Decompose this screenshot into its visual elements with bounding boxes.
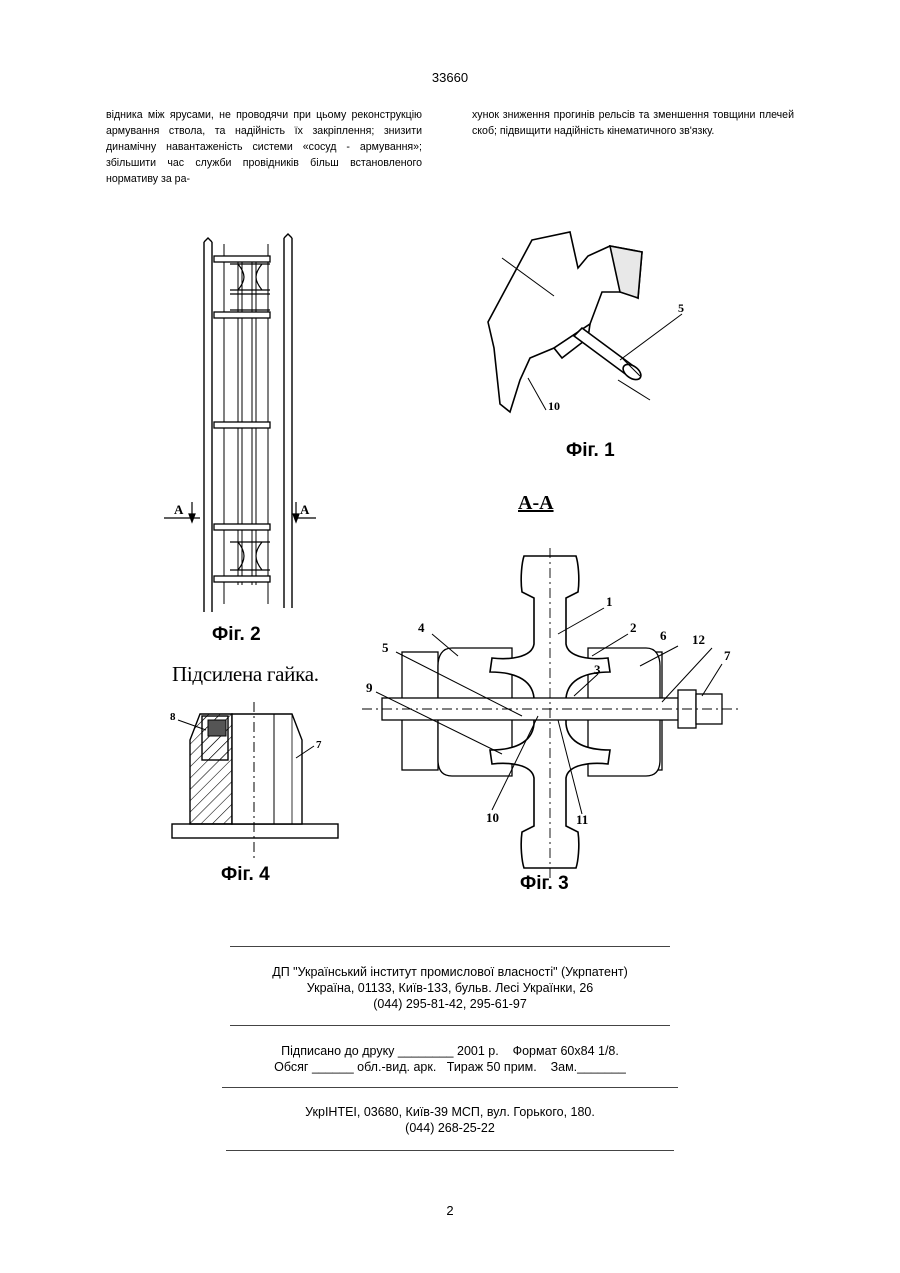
fig2-section-mark-right: A — [300, 502, 310, 517]
fig3-callout-7: 7 — [724, 648, 731, 663]
figure-1-drawing: 5 10 — [470, 228, 700, 428]
figure-3-drawing: 1 2 3 4 5 6 12 7 9 10 11 — [362, 548, 742, 878]
fig3-callout-11: 11 — [576, 812, 588, 827]
fig3-callout-4: 4 — [418, 620, 425, 635]
footer-print-line-1: Підписано до друку ________ 2001 р. Форм… — [0, 1043, 900, 1059]
fig3-callout-2: 2 — [630, 620, 637, 635]
figure-3-section-title: А-А — [518, 492, 554, 515]
figure-4-title: Підсилена гайка. — [172, 662, 319, 687]
figure-2-drawing: A A — [160, 230, 320, 630]
page-number: 2 — [0, 1203, 900, 1218]
footer-org-line-2: Україна, 01133, Київ-133, бульв. Лесі Ук… — [0, 980, 900, 996]
fig3-callout-12: 12 — [692, 632, 705, 647]
fig3-callout-3: 3 — [594, 662, 601, 677]
fig4-callout-8: 8 — [170, 711, 176, 723]
fig3-callout-6: 6 — [660, 628, 667, 643]
fig1-callout-5: 5 — [678, 301, 684, 315]
fig3-callout-9: 9 — [366, 680, 373, 695]
fig1-callout-10: 10 — [548, 399, 560, 413]
fig4-callout-7: 7 — [316, 739, 322, 751]
figure-2-label: Фіг. 2 — [212, 624, 261, 646]
fig2-section-mark-left: A — [174, 502, 184, 517]
body-text-left-column: відника між ярусами, не проводячи при ць… — [106, 107, 422, 187]
figure-3-label: Фіг. 3 — [520, 873, 569, 895]
footer-divider-3 — [222, 1087, 678, 1088]
fig3-callout-5: 5 — [382, 640, 389, 655]
fig3-callout-1: 1 — [606, 594, 613, 609]
figure-1-label: Фіг. 1 — [566, 440, 615, 462]
footer-print-line-2: Обсяг ______ обл.-вид. арк. Тираж 50 при… — [0, 1059, 900, 1075]
footer-org-line-3: (044) 295-81-42, 295-61-97 — [0, 996, 900, 1012]
body-text-right-column: хунок зниження прогинів рельсів та зменш… — [472, 107, 794, 139]
footer-publisher-line-1: УкрІНТЕІ, 03680, Київ-39 МСП, вул. Горьк… — [0, 1104, 900, 1120]
figure-4-label: Фіг. 4 — [221, 864, 270, 886]
footer-publisher-line-2: (044) 268-25-22 — [0, 1120, 900, 1136]
fig3-callout-10: 10 — [486, 810, 499, 825]
footer-divider-2 — [230, 1025, 670, 1026]
footer-org-line-1: ДП "Український інститут промислової вла… — [0, 964, 900, 980]
figure-4-drawing: 8 7 — [166, 700, 346, 860]
footer-divider-1 — [230, 946, 670, 947]
footer-divider-4 — [226, 1150, 674, 1151]
patent-number: 33660 — [0, 70, 900, 85]
